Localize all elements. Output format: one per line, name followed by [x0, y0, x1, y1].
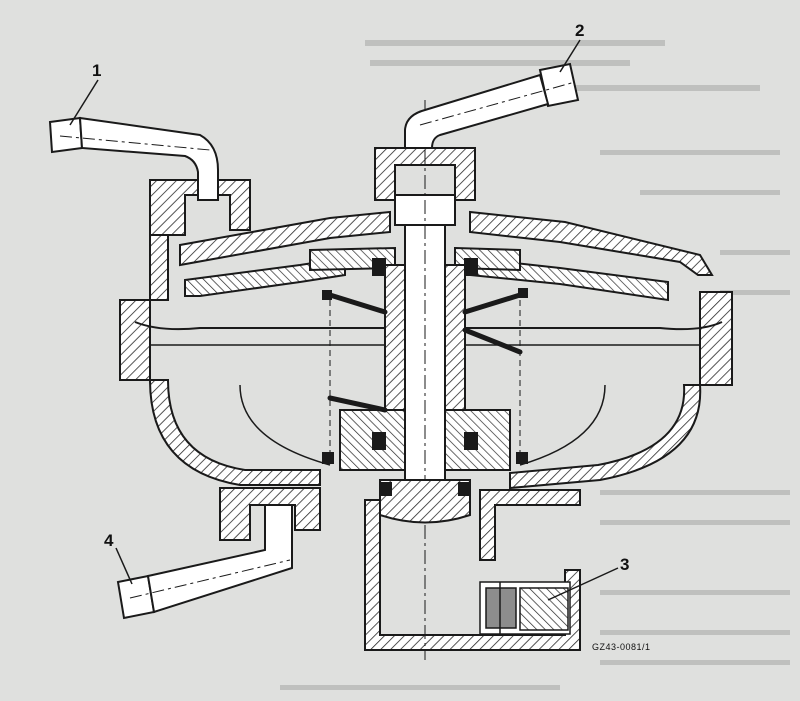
spindle-sleeve — [339, 264, 511, 524]
hose-nipple-2 — [404, 62, 580, 149]
hose-nipple-4 — [116, 504, 293, 620]
leader-lines — [69, 39, 619, 601]
callout-2: 2 — [575, 21, 584, 40]
hose-nipple-1 — [48, 116, 219, 201]
inner-bowl-arcs — [239, 384, 606, 466]
callout-4: 4 — [104, 531, 114, 550]
housing-shell — [119, 184, 733, 651]
top-left-port-boss — [149, 179, 251, 236]
top-center-port-boss — [374, 147, 476, 201]
filter-element-3 — [479, 581, 571, 635]
background-bleed-text — [280, 40, 790, 690]
diaphragm-membrane — [134, 321, 723, 331]
guide-lines — [329, 300, 521, 460]
callout-3: 3 — [620, 555, 629, 574]
compression-spring — [327, 292, 523, 413]
seal-rings — [322, 258, 528, 496]
callout-1: 1 — [92, 61, 101, 80]
figure-reference: GZ43-0081/1 — [592, 642, 651, 652]
